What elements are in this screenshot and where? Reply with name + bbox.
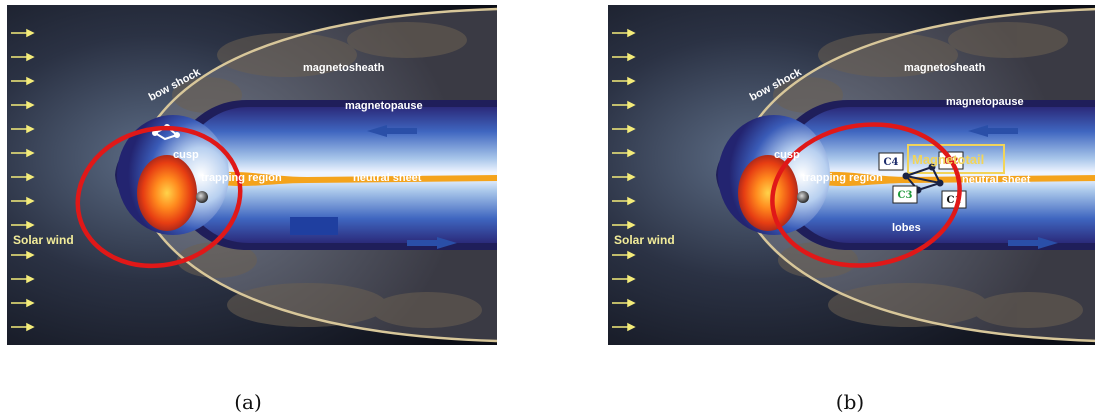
magnetosheath-label: magnetosheath — [303, 62, 385, 74]
spacecraft-c4-label: C4 — [884, 157, 899, 168]
cusp-label: cusp — [173, 149, 199, 161]
highlight-circle — [770, 122, 962, 268]
spacecraft-c1-label: C1 — [947, 195, 962, 206]
highlight-circle — [75, 125, 243, 269]
neutral-sheet-label: neutral sheet — [353, 172, 422, 184]
cluster-tetrahedron-icon — [902, 163, 944, 194]
neutral-sheet-band — [203, 171, 497, 187]
neutral-sheet-label: neutral sheet — [962, 174, 1031, 186]
cusp-label: cusp — [774, 149, 800, 161]
trapping-core — [137, 155, 197, 231]
magnetotail-body — [185, 107, 497, 243]
solar-wind-arrows — [11, 28, 35, 332]
sheath-clouds — [773, 22, 1083, 328]
trapping-region-label: trapping region — [802, 172, 883, 184]
caption-b: (b) — [835, 390, 865, 414]
magnetotail-body — [786, 107, 1095, 243]
magnetosphere-diagram-a: bow shock magnetosheath magnetopause cus… — [7, 5, 497, 345]
trapping-core — [738, 155, 798, 231]
trapping-region-label: trapping region — [201, 172, 282, 184]
lobes-label: lobes — [892, 222, 921, 234]
solar-wind-label: Solar wind — [614, 233, 675, 247]
flow-arrows — [968, 125, 1058, 249]
magnetopause-label: magnetopause — [345, 100, 423, 112]
magnetopause-label: magnetopause — [946, 96, 1024, 108]
magnetosphere-diagram-b: C4 C2 C3 C1 bow shock magnetosheath magn… — [608, 5, 1095, 345]
magnetotail-label: Magnetotail — [912, 152, 984, 167]
magnetosphere-panel-a: bow shock magnetosheath magnetopause cus… — [7, 5, 497, 345]
earth-icon — [196, 191, 208, 203]
flow-arrows — [290, 125, 457, 249]
spacecraft-c3-label: C3 — [898, 190, 913, 201]
solar-wind-arrows — [612, 28, 636, 332]
solar-wind-label: Solar wind — [13, 233, 74, 247]
magnetosphere-panel-b: C4 C2 C3 C1 bow shock magnetosheath magn… — [608, 5, 1095, 345]
magnetosheath-label: magnetosheath — [904, 62, 986, 74]
neutral-sheet-band — [804, 171, 1095, 187]
earth-icon — [797, 191, 809, 203]
caption-a: (a) — [234, 390, 262, 414]
